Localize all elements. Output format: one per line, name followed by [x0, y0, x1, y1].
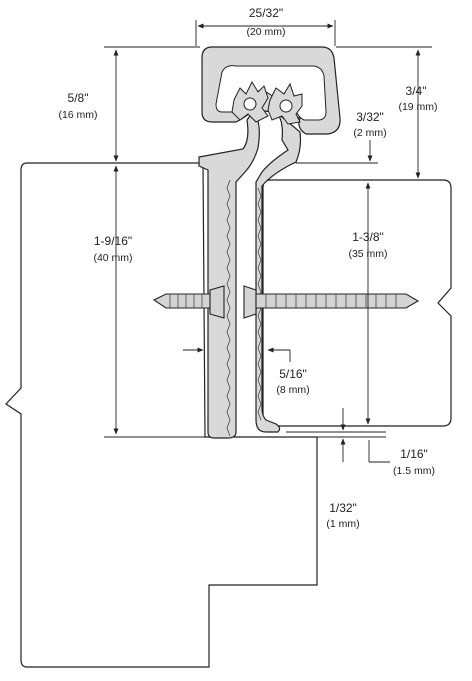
- dim-bottom-gap-main: 1/16": [400, 447, 428, 461]
- dim-right-leaf-main: 1-3/8": [352, 230, 384, 244]
- dim-gap-small-main: 3/32": [356, 110, 384, 124]
- dim-left-leaf-main: 1-9/16": [94, 234, 132, 248]
- dim-bottom-gap-sub: (1.5 mm): [393, 465, 435, 477]
- dim-right-top-main: 3/4": [406, 84, 427, 98]
- screw-right: [243, 285, 420, 319]
- screw-left: [152, 285, 225, 319]
- dim-gap-small: 3/32" (2 mm): [353, 110, 386, 139]
- dim-left-leaf: 1-9/16" (40 mm): [93, 234, 132, 264]
- hinge-right-leaf: [255, 111, 302, 433]
- hinge-knuckle: [231, 80, 303, 125]
- dim-leaf-gap: 5/16" (8 mm): [276, 367, 309, 396]
- left-door: [5, 162, 318, 668]
- dim-left-leaf-sub: (40 mm): [93, 252, 132, 264]
- dim-left-top: 5/8" (16 mm): [58, 91, 97, 121]
- dim-right-top-sub: (19 mm): [398, 101, 437, 113]
- dim-right-top: 3/4" (19 mm): [398, 84, 437, 113]
- dim-leaf-gap-main: 5/16": [279, 367, 307, 381]
- dim-top-width-sub: (20 mm): [246, 26, 285, 38]
- dim-top-width: 25/32" (20 mm): [246, 6, 285, 38]
- dim-right-leaf-sub: (35 mm): [348, 248, 387, 260]
- dim-bottom-offset-main: 1/32": [329, 501, 357, 515]
- dim-left-top-sub: (16 mm): [58, 109, 97, 121]
- dim-bottom-offset-sub: (1 mm): [326, 518, 359, 530]
- dim-right-leaf: 1-3/8" (35 mm): [348, 230, 387, 260]
- dim-left-top-main: 5/8": [68, 91, 89, 105]
- dimension-lines: [104, 20, 432, 463]
- dim-top-width-main: 25/32": [249, 6, 283, 20]
- dim-gap-small-sub: (2 mm): [353, 127, 386, 139]
- dim-leaf-gap-sub: (8 mm): [276, 384, 309, 396]
- dim-bottom-gap: 1/16" (1.5 mm): [393, 447, 435, 477]
- dim-bottom-offset: 1/32" (1 mm): [326, 501, 359, 530]
